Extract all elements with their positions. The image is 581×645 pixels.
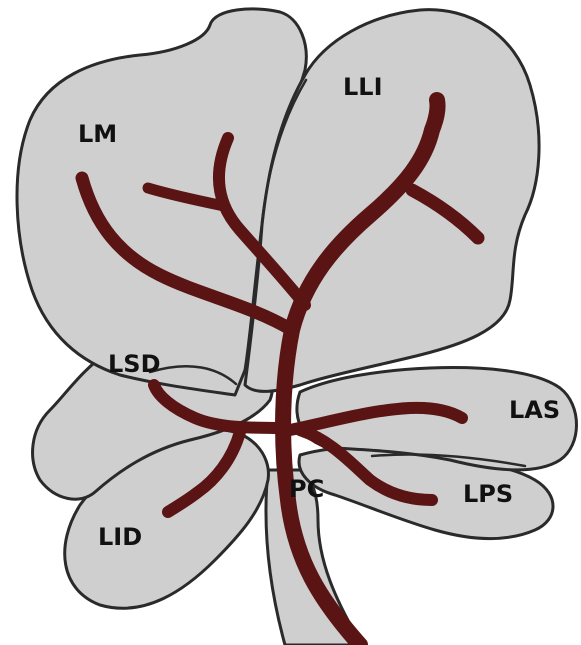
- label-lid: LID: [98, 523, 142, 551]
- label-lm: LM: [78, 120, 117, 148]
- label-las: LAS: [509, 396, 560, 424]
- label-pc: PC: [289, 475, 324, 503]
- label-lps: LPS: [463, 480, 513, 508]
- label-lsd: LSD: [108, 350, 161, 378]
- label-lli: LLI: [343, 73, 383, 101]
